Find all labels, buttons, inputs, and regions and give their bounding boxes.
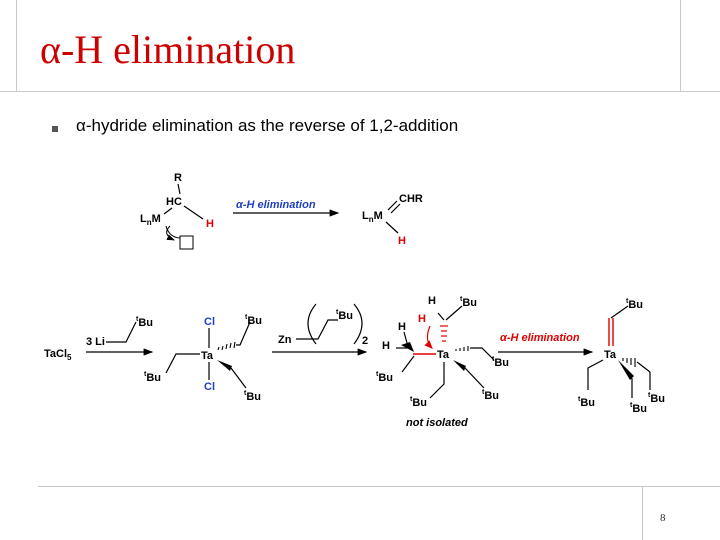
s1-product-lnm: LnM <box>362 210 383 224</box>
s2-ta2-bond-h-upper <box>403 331 408 344</box>
frame-line-top <box>0 91 720 92</box>
s1-curved-arrow-icon <box>166 225 175 241</box>
s2-ta1-arm-left <box>165 353 200 374</box>
s2-ta2-tbu-right: tBu <box>492 356 509 369</box>
s2-ta2-h-top: H <box>428 295 436 307</box>
slide-title: α-H elimination <box>40 27 296 72</box>
bullet-text: α-hydride elimination as the reverse of … <box>76 116 459 135</box>
page-number: 8 <box>660 512 666 524</box>
s2-ta2-red-curved-arrow-icon <box>424 325 433 349</box>
s2-ta2-tbu-bottom: tBu <box>410 396 427 409</box>
s2-ta3-arm-left <box>587 359 604 390</box>
s2-ta2-arm-top <box>445 305 463 321</box>
s2-ta2-h-red: H <box>418 313 426 325</box>
bullet-marker <box>52 126 58 132</box>
s2-ta1-hash-bond <box>217 341 236 351</box>
s2-ta3-label: Ta <box>604 349 617 361</box>
frame-line-right <box>680 0 681 92</box>
s2-ta1-tbu-left: tBu <box>144 371 161 384</box>
s2-ta2-arm-lower-right <box>464 367 485 389</box>
s2-tacl5-label: TaCl5 <box>44 348 72 362</box>
s1-arrow-label: α-H elimination <box>236 199 316 211</box>
scheme-2: TaCl5 3 Li tBu Ta Cl Cl tBu tBu tBu Zn t… <box>44 295 665 429</box>
s2-zn-label: Zn <box>278 334 292 346</box>
s1-vacant-site-box <box>179 235 194 250</box>
s2-ta2-h-left: H <box>382 340 390 352</box>
s2-ta3-tbu-bottom: tBu <box>630 402 647 415</box>
s2-ta2-h-upper: H <box>398 321 406 333</box>
s2-ta2-tbu-top: tBu <box>460 296 477 309</box>
s2-ta3-wedge <box>618 360 634 380</box>
s2-li-label: 3 Li <box>86 336 105 348</box>
s2-not-isolated: not isolated <box>406 417 468 429</box>
s2-ta2-arm-lower-left <box>401 355 415 373</box>
frame-line-left <box>16 0 17 92</box>
s2-ta1-tbu-bottom: tBu <box>244 390 261 403</box>
s2-ta2-wedge-left <box>401 342 414 352</box>
s1-hc-label: HC <box>166 196 182 208</box>
s2-ta2-tbu-left: tBu <box>376 371 393 384</box>
s2-ta3-tbu-left: tBu <box>578 396 595 409</box>
s1-product-chr: CHR <box>399 193 423 205</box>
s2-li-chain <box>106 321 137 343</box>
s2-ta2-label: Ta <box>437 349 450 361</box>
s1-double-bond-a <box>387 200 398 211</box>
s1-r-label: R <box>174 172 182 184</box>
s2-ta3-arm-top <box>610 305 629 319</box>
s2-ta2-arm-bottom <box>429 362 445 399</box>
s1-bond-r-c <box>177 183 181 195</box>
s2-cl-bottom: Cl <box>204 381 215 393</box>
s2-ta3-hash-bond <box>622 358 636 367</box>
s2-ta1-label: Ta <box>201 350 214 362</box>
s1-bond-c-m <box>163 207 173 215</box>
s2-ta3-tbu-right: tBu <box>648 392 665 405</box>
s1-product-h: H <box>398 235 406 247</box>
s2-ta2-arm-right <box>470 347 495 361</box>
s1-lnm-label: LnM <box>140 213 161 227</box>
s2-cl-top: Cl <box>204 316 215 328</box>
s1-double-bond-b <box>390 203 401 214</box>
s2-paren-right <box>353 303 363 345</box>
frame-line-bottom-vertical <box>642 486 643 540</box>
s2-zn-subscript: 2 <box>362 335 368 347</box>
s2-ta1-arm-top <box>236 321 251 346</box>
s2-li-tbu: tBu <box>136 316 153 329</box>
s2-ta2-hash-right <box>455 346 469 351</box>
s2-ta3-tbu-top: tBu <box>626 298 643 311</box>
s1-h-label: H <box>206 218 214 230</box>
s1-bond-c-h <box>183 205 204 220</box>
s2-ta1-tbu-top: tBu <box>245 314 262 327</box>
s1-bond-m-h <box>385 221 399 234</box>
frame-line-bottom <box>38 486 720 487</box>
s2-ta1-wedge-bond <box>217 360 232 371</box>
scheme-1: R HC LnM H α-H elimination CHR LnM H <box>140 172 423 250</box>
s2-arrow-label: α-H elimination <box>500 332 580 344</box>
s2-ta2-wedge-right <box>453 360 466 371</box>
s2-ta1-arm-bottom <box>230 367 247 389</box>
s2-zn-chain <box>296 319 338 340</box>
s2-ta2-red-hash-bond <box>440 325 448 342</box>
s2-ta2-bond-h-top <box>437 312 445 321</box>
s2-ta2-tbu-lower-right: tBu <box>482 389 499 402</box>
s2-zn-tbu: tBu <box>336 309 353 322</box>
s2-ta3-arm-right <box>636 361 651 373</box>
s2-paren-left <box>307 303 317 345</box>
